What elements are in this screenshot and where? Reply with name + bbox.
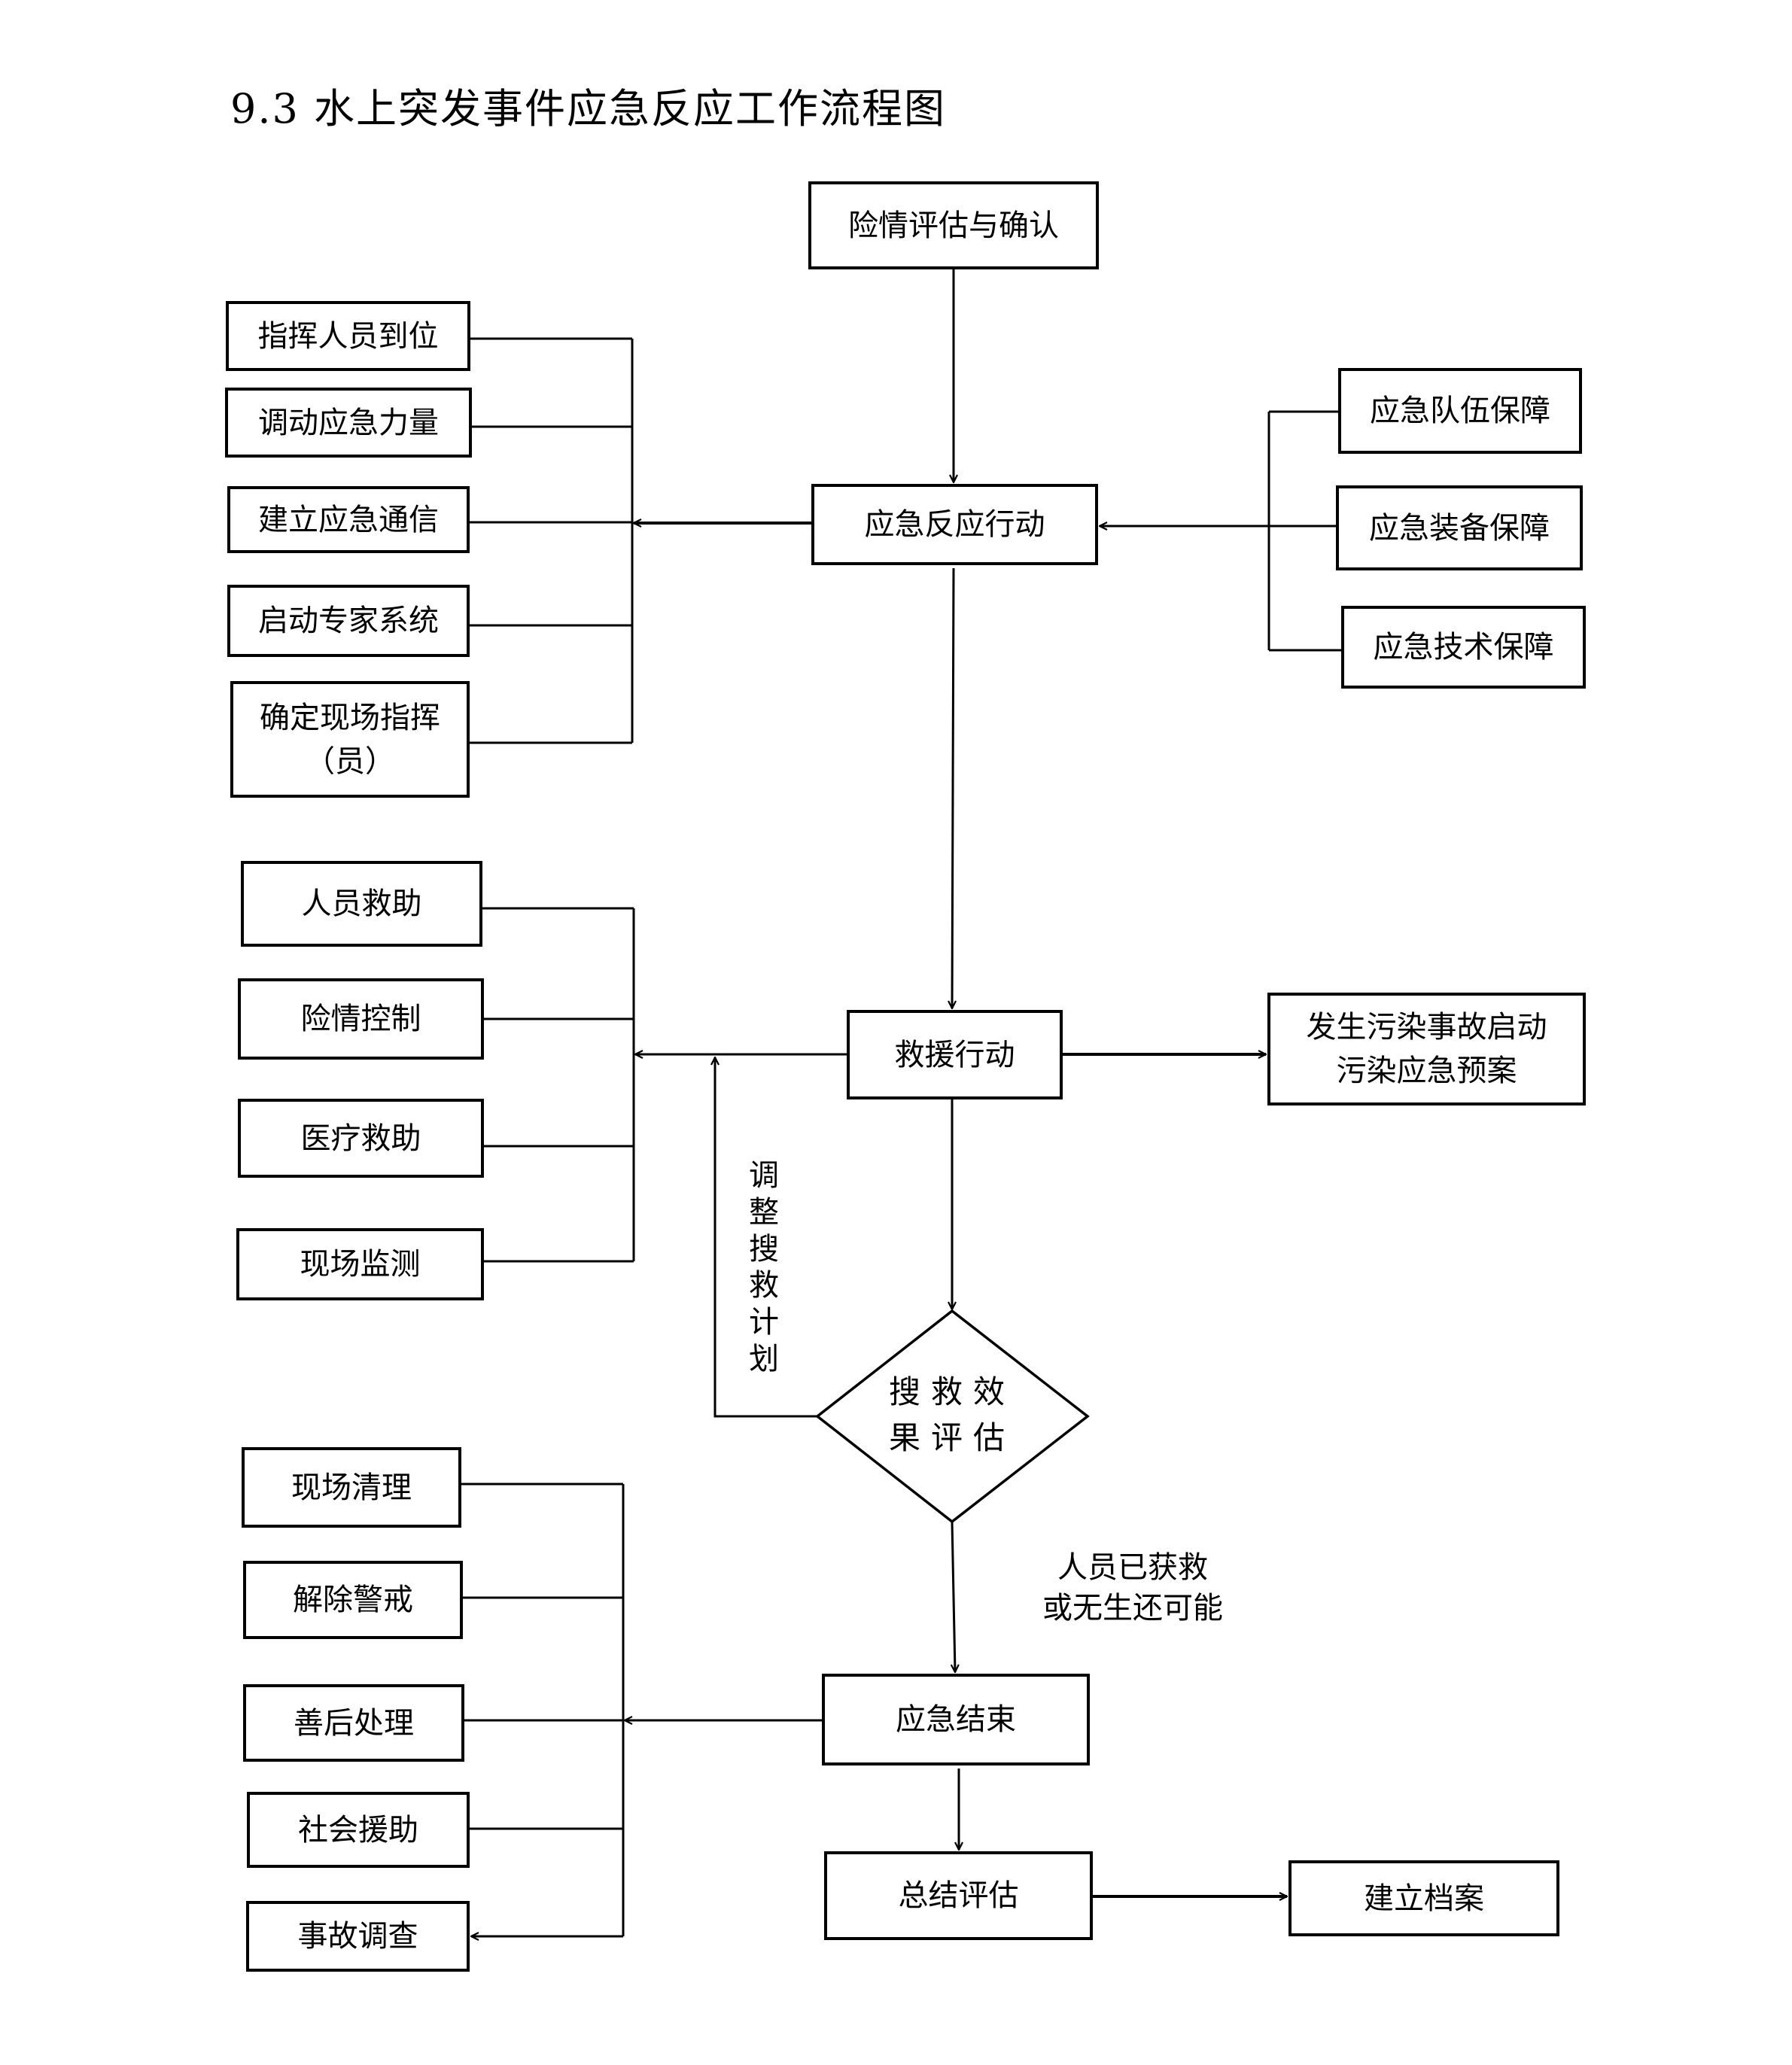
support-item: 应急队伍保障 bbox=[1338, 368, 1582, 454]
node-build-archive: 建立档案 bbox=[1288, 1860, 1559, 1936]
closing-item: 事故调查 bbox=[246, 1901, 470, 1972]
rescue-item: 现场监测 bbox=[236, 1228, 484, 1300]
edge-evaluation-to-end bbox=[952, 1521, 955, 1672]
node-summary-evaluation: 总结评估 bbox=[824, 1851, 1093, 1940]
page-title: 9.3 水上突发事件应急反应工作流程图 bbox=[230, 85, 947, 132]
rescue-item: 险情控制 bbox=[238, 978, 484, 1060]
response-action-item: 指挥人员到位 bbox=[226, 301, 470, 371]
edge-label-adjust-plan: 调整搜救计划 bbox=[749, 1158, 779, 1376]
support-item: 应急装备保障 bbox=[1336, 485, 1583, 570]
rescue-item: 人员救助 bbox=[241, 861, 482, 947]
response-action-item: 启动专家系统 bbox=[227, 585, 470, 657]
edge-adjust-plan-loop bbox=[715, 1057, 817, 1418]
response-action-item: 调动应急力量 bbox=[225, 388, 472, 458]
rescue-item: 医疗救助 bbox=[238, 1099, 484, 1178]
node-search-evaluation: 搜救效 果评估 bbox=[888, 1373, 1015, 1456]
closing-item: 解除警戒 bbox=[243, 1561, 463, 1639]
edge-label-end-condition: 人员已获救 或无生还可能 bbox=[1042, 1550, 1223, 1626]
response-action-item: 建立应急通信 bbox=[227, 486, 470, 553]
decision-diamond-shape bbox=[815, 1309, 1090, 1524]
node-emergency-response: 应急反应行动 bbox=[811, 484, 1098, 565]
node-emergency-end: 应急结束 bbox=[822, 1674, 1090, 1765]
response-action-item: 确定现场指挥 （员） bbox=[230, 681, 470, 798]
support-item: 应急技术保障 bbox=[1341, 606, 1586, 689]
node-rescue-action: 救援行动 bbox=[847, 1010, 1063, 1099]
closing-item: 现场清理 bbox=[242, 1447, 461, 1528]
closing-item: 社会援助 bbox=[247, 1792, 470, 1868]
node-danger-assessment: 险情评估与确认 bbox=[808, 181, 1099, 269]
edge-response-to-rescue bbox=[952, 567, 954, 1008]
closing-item: 善后处理 bbox=[243, 1684, 464, 1762]
node-pollution-plan: 发生污染事故启动 污染应急预案 bbox=[1267, 993, 1586, 1105]
